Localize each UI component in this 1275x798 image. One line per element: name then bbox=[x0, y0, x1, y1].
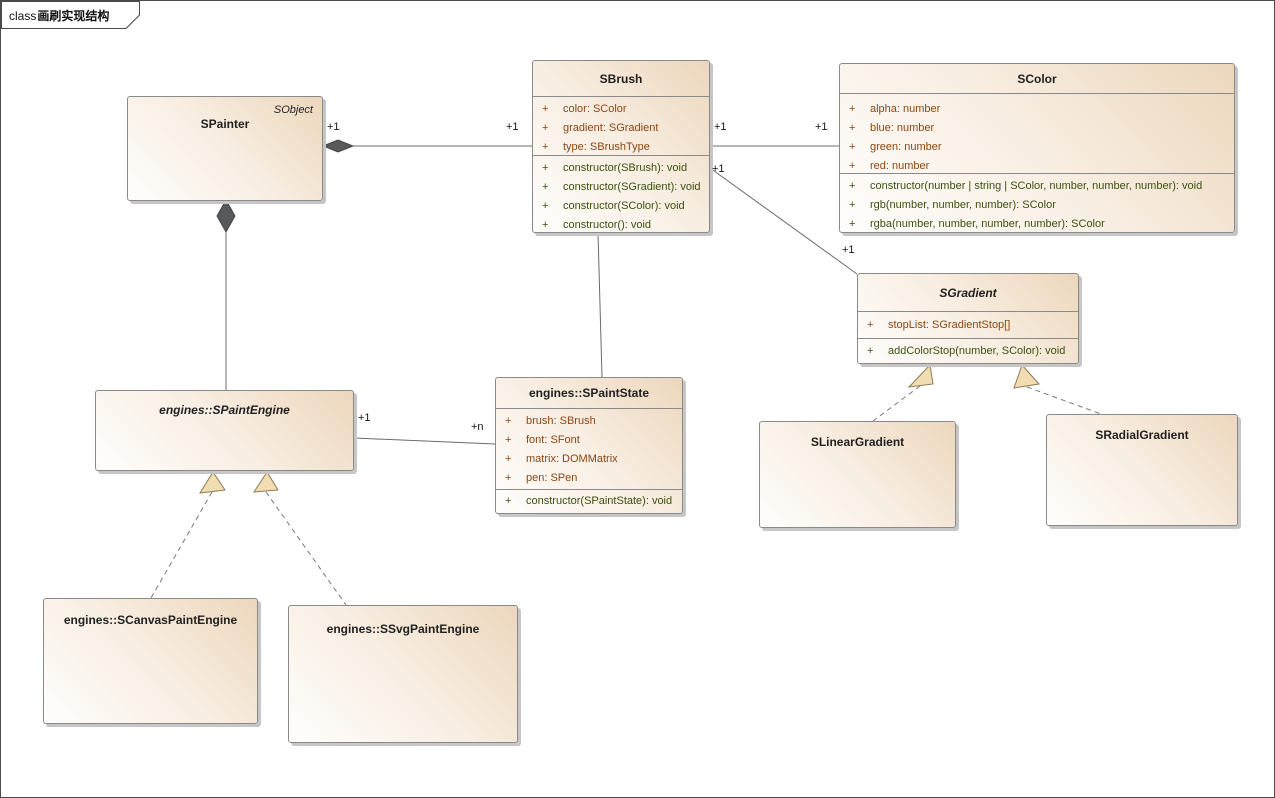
generalization-ssvgpaintengine-spaintengine[interactable] bbox=[253, 471, 347, 606]
operations-compartment: +addColorStop(number, SColor): void bbox=[858, 339, 1078, 363]
diagram-frame-tab bbox=[1, 1, 140, 29]
association-sbrush-sgradient[interactable] bbox=[709, 167, 858, 275]
attributes-compartment: +color: SColor +gradient: SGradient +type:… bbox=[533, 97, 709, 156]
diagram-title: class画刷实现结构 bbox=[9, 7, 109, 24]
diagram-type-keyword: class bbox=[9, 9, 37, 23]
operations-compartment: +constructor(SBrush): void +constructor(S… bbox=[533, 156, 709, 232]
member-row: +constructor(number | string | SColor, n… bbox=[849, 180, 1203, 192]
member-row: +brush: SBrush bbox=[505, 415, 596, 427]
member-row: +rgba(number, number, number, number): S… bbox=[849, 218, 1105, 230]
diagram-title-text: 画刷实现结构 bbox=[37, 9, 110, 23]
class-title: SGradient bbox=[858, 274, 1078, 312]
class-spaintstate[interactable]: engines::SPaintState +brush: SBrush+font… bbox=[495, 377, 683, 514]
class-title: SRadialGradient bbox=[1095, 428, 1189, 442]
member-row: +addColorStop(number, SColor): void bbox=[867, 345, 1066, 357]
class-title: SLinearGradient bbox=[810, 435, 905, 449]
class-sgradient[interactable]: SGradient +stopList: SGradientStop[] +ad… bbox=[857, 273, 1079, 364]
aggregation-spainter-sbrush[interactable] bbox=[321, 139, 532, 153]
multiplicity-label: +1 bbox=[815, 121, 828, 133]
class-title: engines::SPaintEngine bbox=[159, 403, 290, 417]
member-row: +red: number bbox=[849, 160, 930, 172]
member-row: +color: SColor bbox=[542, 103, 627, 115]
class-sradialgradient[interactable]: SRadialGradient bbox=[1046, 414, 1238, 526]
member-row: +matrix: DOMMatrix bbox=[505, 453, 618, 465]
class-spainter[interactable]: SObject SPainter bbox=[127, 96, 323, 201]
member-row: +constructor(SBrush): void bbox=[542, 162, 688, 174]
class-title: engines::SCanvasPaintEngine bbox=[63, 613, 238, 627]
class-title: SBrush bbox=[533, 61, 709, 97]
member-row: +pen: SPen bbox=[505, 472, 578, 484]
operations-compartment: +constructor(SPaintState): void bbox=[496, 490, 682, 513]
member-row: +constructor(): void bbox=[542, 219, 652, 231]
member-row: +gradient: SGradient bbox=[542, 122, 659, 134]
multiplicity-label: +1 bbox=[358, 412, 371, 424]
multiplicity-label: +1 bbox=[506, 121, 519, 133]
class-sbrush[interactable]: SBrush +color: SColor +gradient: SGradien… bbox=[532, 60, 710, 233]
class-spaintengine[interactable]: engines::SPaintEngine bbox=[95, 390, 354, 471]
class-scolor[interactable]: SColor +alpha: number +blue: number +green… bbox=[839, 63, 1235, 233]
generalization-sradialgradient-sgradient[interactable] bbox=[1013, 364, 1102, 415]
member-row: +type: SBrushType bbox=[542, 141, 650, 153]
class-title: SPainter bbox=[200, 117, 250, 131]
member-row: +green: number bbox=[849, 141, 942, 153]
association-spaintengine-spaintstate[interactable] bbox=[353, 437, 496, 445]
class-title: engines::SPaintState bbox=[496, 378, 682, 409]
generalization-scanvaspaintengine-spaintengine[interactable] bbox=[150, 471, 226, 599]
member-row: +alpha: number bbox=[849, 103, 941, 115]
composition-spainter-spaintengine[interactable] bbox=[216, 198, 236, 390]
member-row: +rgb(number, number, number): SColor bbox=[849, 199, 1056, 211]
parent-stereotype: SObject bbox=[273, 104, 313, 116]
class-ssvgpaintengine[interactable]: engines::SSvgPaintEngine bbox=[288, 605, 518, 743]
member-row: +constructor(SGradient): void bbox=[542, 181, 701, 193]
class-slineargradient[interactable]: SLinearGradient bbox=[759, 421, 956, 528]
class-title: engines::SSvgPaintEngine bbox=[326, 622, 480, 636]
member-row: +constructor(SPaintState): void bbox=[505, 495, 673, 507]
multiplicity-label: +1 bbox=[842, 244, 855, 256]
class-title: SColor bbox=[840, 64, 1234, 94]
multiplicity-label: +1 bbox=[712, 163, 725, 175]
member-row: +font: SFont bbox=[505, 434, 580, 446]
association-sbrush-spaintstate[interactable] bbox=[597, 232, 603, 378]
member-row: +stopList: SGradientStop[] bbox=[867, 319, 1011, 331]
attributes-compartment: +alpha: number +blue: number +green: numbe… bbox=[840, 94, 1234, 174]
class-scanvaspaintengine[interactable]: engines::SCanvasPaintEngine bbox=[43, 598, 258, 724]
attributes-compartment: +brush: SBrush +font: SFont +matrix: DOMMa… bbox=[496, 409, 682, 490]
multiplicity-label: +1 bbox=[714, 121, 727, 133]
member-row: +blue: number bbox=[849, 122, 935, 134]
multiplicity-label: +1 bbox=[327, 121, 340, 133]
member-row: +constructor(SColor): void bbox=[542, 200, 685, 212]
operations-compartment: +constructor(number | string | SColor, n… bbox=[840, 174, 1234, 232]
multiplicity-label: +n bbox=[471, 421, 484, 433]
attributes-compartment: +stopList: SGradientStop[] bbox=[858, 312, 1078, 339]
generalization-slineargradient-sgradient[interactable] bbox=[872, 363, 934, 422]
